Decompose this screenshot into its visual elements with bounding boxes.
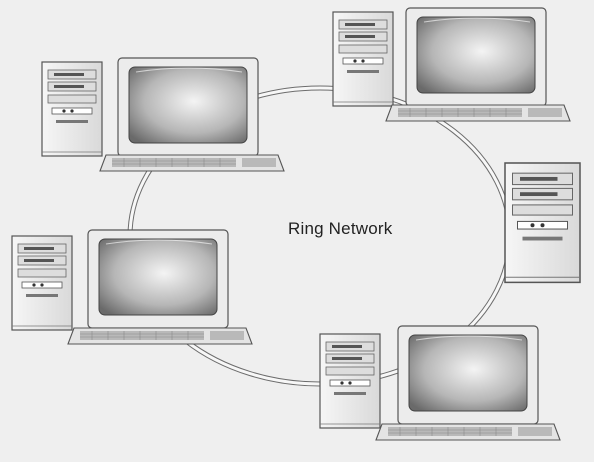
workstation-top-left [41,57,285,172]
tower-computer-right [504,162,581,284]
workstation-left [11,229,253,345]
diagram-title: Ring Network [288,219,393,238]
workstation-top-right [332,7,571,122]
workstation-bottom-right [319,325,561,441]
